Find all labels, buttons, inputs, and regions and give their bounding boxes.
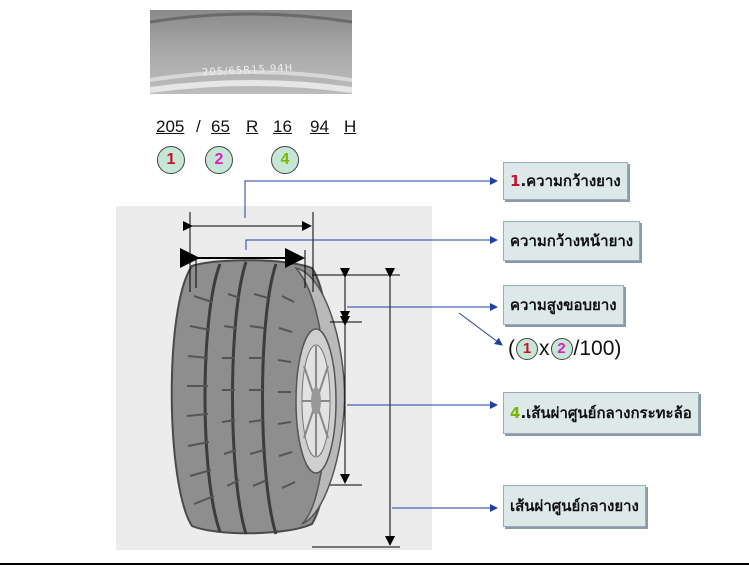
marker-1: 1 xyxy=(157,146,185,174)
code-rim: 16 xyxy=(273,117,292,136)
label-section-width-num: 1 xyxy=(510,172,521,190)
code-aspect: 65 xyxy=(211,117,230,136)
formula-marker-2: 2 xyxy=(550,338,573,360)
tire-sidewall-photo: 205/65R15 94H xyxy=(150,10,352,94)
sidewall-code-text: 205/65R15 94H xyxy=(202,63,294,79)
label-tread-width: ความกว้างหน้ายาง xyxy=(503,221,641,261)
code-width: 205 xyxy=(156,117,185,136)
label-rim-diameter-num: 4 xyxy=(510,404,521,422)
label-sidewall-height: ความสูงขอบยาง xyxy=(503,285,624,325)
marker-2: 2 xyxy=(205,146,233,174)
code-speed: H xyxy=(344,117,357,136)
sidewall-height-formula: ( 1 x 2 /100) xyxy=(508,337,621,361)
label-tire-diameter: เส้นผ่าศูนย์กลางยาง xyxy=(503,485,646,527)
code-load: 94 xyxy=(310,117,329,136)
formula-open: ( xyxy=(508,337,515,360)
label-sidewall-height-text: ความสูงขอบยาง xyxy=(510,296,617,314)
label-tread-width-text: ความกว้างหน้ายาง xyxy=(510,232,634,250)
formula-tail: /100) xyxy=(573,337,622,360)
label-rim-diameter: 4.เส้นผ่าศูนย์กลางกระทะล้อ xyxy=(503,392,699,434)
marker-4: 4 xyxy=(271,146,299,174)
label-tire-diameter-text: เส้นผ่าศูนย์กลางยาง xyxy=(510,497,639,515)
bottom-divider xyxy=(0,563,749,565)
code-slash: / xyxy=(196,117,201,136)
code-construction: R xyxy=(246,117,259,136)
label-section-width: 1.ความกว้างยาง xyxy=(503,162,628,200)
label-rim-diameter-text: .เส้นผ่าศูนย์กลางกระทะล้อ xyxy=(520,404,692,422)
label-section-width-text: .ความกว้างยาง xyxy=(520,172,621,190)
formula-times: x xyxy=(539,337,550,360)
formula-marker-1: 1 xyxy=(516,338,538,360)
